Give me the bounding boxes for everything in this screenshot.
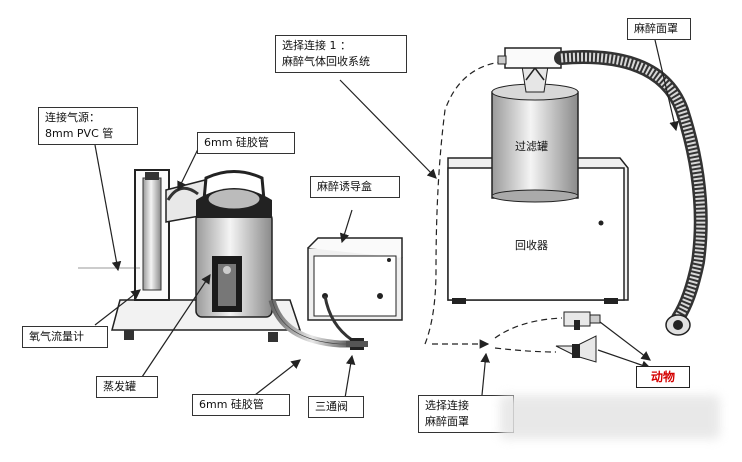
vaporizer-station xyxy=(78,169,302,342)
induction-box-text: 麻醉诱导盒 xyxy=(317,180,372,193)
filter-can-label: 过滤罐 xyxy=(515,140,548,153)
silicone-tube-bottom-text: 6mm 硅胶管 xyxy=(199,398,264,411)
option1-line-2: 麻醉气体回收系统 xyxy=(282,55,370,68)
induction-box xyxy=(307,237,403,342)
gas-source-label: 连接气源： 8mm PVC 管 xyxy=(38,107,138,145)
gas-source-line-1: 连接气源： xyxy=(45,111,100,124)
vaporizer xyxy=(195,170,273,318)
filter-canister xyxy=(491,47,579,203)
recovery-unit-label: 回收器 xyxy=(515,239,548,252)
flowmeter-text: 氧气流量计 xyxy=(29,330,84,343)
mask-top-label: 麻醉面罩 xyxy=(627,18,691,40)
flowmeter-label: 氧气流量计 xyxy=(22,326,108,348)
three-way-valve xyxy=(346,338,425,350)
option2-label: 选择连接 麻醉面罩 xyxy=(418,395,514,433)
induction-box-label: 麻醉诱导盒 xyxy=(310,176,400,198)
silicone-tube-top-text: 6mm 硅胶管 xyxy=(204,136,269,149)
animal-label: 动物 xyxy=(636,366,690,388)
flowmeter xyxy=(134,169,170,301)
anesthesia-mask-large xyxy=(665,314,691,336)
gas-source-line-2: 8mm PVC 管 xyxy=(45,127,114,140)
leader-arrows xyxy=(94,39,679,399)
silicone-tube-top-label: 6mm 硅胶管 xyxy=(197,132,295,154)
option2-line-2: 麻醉面罩 xyxy=(425,415,469,428)
three-way-valve-label: 三通阀 xyxy=(308,396,364,418)
silicone-tube-bottom-label: 6mm 硅胶管 xyxy=(192,394,290,416)
mask-top-text: 麻醉面罩 xyxy=(634,22,678,35)
option2-line-1: 选择连接 xyxy=(425,399,469,412)
animal-text: 动物 xyxy=(650,370,675,384)
watermark-blur xyxy=(500,395,720,439)
vaporizer-text: 蒸发罐 xyxy=(103,380,136,393)
small-mask-cone xyxy=(555,335,597,363)
option1-line-1: 选择连接 1 ： xyxy=(282,39,351,52)
small-mask-connector xyxy=(563,311,601,330)
option1-label: 选择连接 1 ： 麻醉气体回收系统 xyxy=(275,35,407,73)
vaporizer-label: 蒸发罐 xyxy=(96,376,158,398)
three-way-valve-text: 三通阀 xyxy=(315,400,348,413)
